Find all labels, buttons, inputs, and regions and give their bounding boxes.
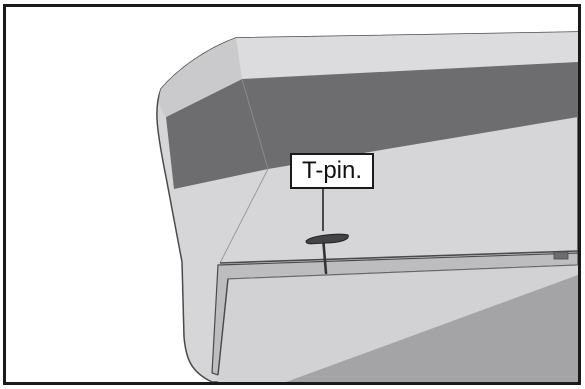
t-pin-label: T-pin. xyxy=(302,159,362,183)
figure-frame: T-pin. xyxy=(3,4,581,385)
t-pin-callout: T-pin. xyxy=(290,153,374,189)
wing-illustration xyxy=(6,7,578,382)
hinge-marker xyxy=(554,252,568,259)
